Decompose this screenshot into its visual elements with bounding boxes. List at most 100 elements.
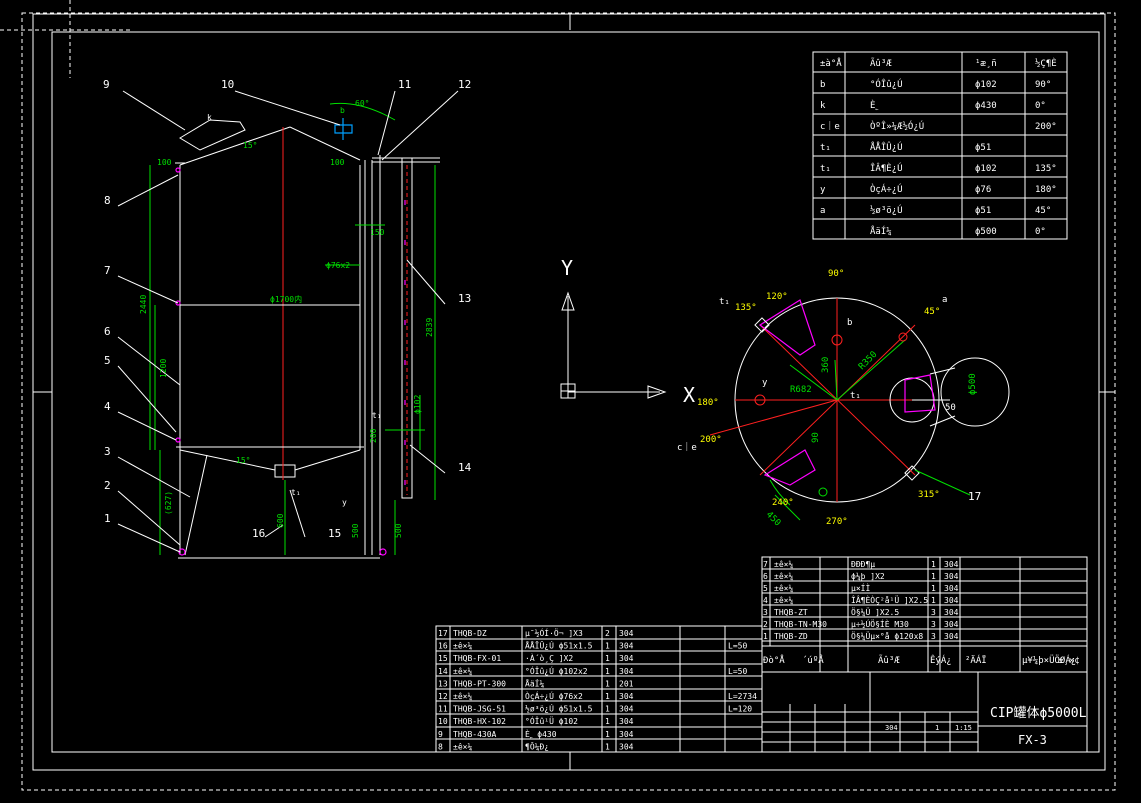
drawing-title: CIP罐体ϕ5000L xyxy=(990,706,1087,721)
ucs-axis-icon xyxy=(561,293,665,398)
parts-list-cell: 15 xyxy=(438,654,448,663)
parts-list-cell: L=50 xyxy=(728,667,747,676)
dim-top-100: 100 xyxy=(157,158,172,167)
plan-315: 315° xyxy=(918,490,940,500)
callout-9: 9 xyxy=(103,78,110,91)
parts-list-cell: 1 xyxy=(763,632,768,641)
nozzle-table-cell: 135° xyxy=(1035,164,1057,174)
drawing-scale: 1:15 xyxy=(955,724,972,732)
nozzle-table-cell: ϕ51 xyxy=(975,206,991,216)
parts-list-cell: ±ê×¼ xyxy=(453,666,472,676)
plan-a: a xyxy=(942,295,947,305)
parts-list-cell: 6 xyxy=(763,572,768,581)
parts-list-cell: ϕ¼þ ]X2 xyxy=(851,572,885,581)
parts-list-cell: 304 xyxy=(619,629,634,638)
dim-top-100b: 100 xyxy=(330,158,345,167)
parts-list-cell: ÅÅÎÛ¿Ú ϕ51x1.5 xyxy=(525,640,593,651)
nozzle-table-cell: ϕ500 xyxy=(975,227,997,237)
drawing-number: FX-3 xyxy=(1018,733,1047,747)
nozzle-table-cell: ϕ102 xyxy=(975,164,997,174)
callout-16: 16 xyxy=(252,527,265,540)
dim-1200: 1200 xyxy=(159,359,168,378)
callout-1: 1 xyxy=(104,512,111,525)
callout-2: 2 xyxy=(104,479,111,492)
nozzle-table-cell: 45° xyxy=(1035,206,1051,216)
parts-list-header: ²ÄÁÏ xyxy=(965,654,987,666)
nozzle-table-cell: 90° xyxy=(1035,80,1051,90)
parts-list-cell: 304 xyxy=(944,632,959,641)
plan-240: 240° xyxy=(772,498,794,508)
parts-list-cell: 3 xyxy=(931,608,936,617)
parts-list-cell: 3 xyxy=(931,620,936,629)
nozzle-table-cell: 180° xyxy=(1035,185,1057,195)
parts-list-cell: THQB-TN-M30 xyxy=(774,620,827,629)
callout-4: 4 xyxy=(104,400,111,413)
parts-list-header: ±¸×¢ xyxy=(1058,656,1080,666)
callout-15: 15 xyxy=(328,527,341,540)
parts-list-cell: L=2734 xyxy=(728,692,757,701)
parts-list-cell: ±ê×¼ xyxy=(453,641,472,651)
nozzle-table-text: ±à°ÅÃû³Æ¹æ¸ñ½Ç¶Èb°ÓÎû¿Úϕ10290°kÈ˿׿ϕ4300°… xyxy=(820,57,1057,237)
callout-3: 3 xyxy=(104,445,111,458)
parts-list-cell: 3 xyxy=(931,632,936,641)
nozzle-table-cell: 0° xyxy=(1035,227,1046,237)
parts-list-cell: 17 xyxy=(438,629,448,638)
parts-list-cell: 1 xyxy=(605,667,610,676)
parts-list-cell: 304 xyxy=(944,560,959,569)
parts-list-cell: THQB-ZD xyxy=(774,632,808,641)
callout-12: 12 xyxy=(458,78,471,91)
parts-list-cell: ±ê×¼ xyxy=(774,571,793,581)
parts-list-cell: 304 xyxy=(619,742,634,751)
callout-17: 17 xyxy=(968,490,981,503)
axis-x-label: X xyxy=(683,383,695,407)
callout-labels: 9 10 11 12 8 7 6 5 4 3 2 1 16 15 13 14 1… xyxy=(103,78,981,540)
parts-list-cell: ÅäÍ¼ xyxy=(525,677,544,688)
parts-list-cell: ¶Ô¼Ð¿ xyxy=(525,740,549,751)
dim-pipe: ϕ76x2 xyxy=(326,261,350,270)
parts-list-cell: THQB-ZT xyxy=(774,608,808,617)
parts-list-cell: 304 xyxy=(619,642,634,651)
parts-list-cell: 201 xyxy=(619,679,634,688)
plan-R350: R350 xyxy=(857,350,879,372)
plan-b: b xyxy=(847,318,852,328)
label-t1: t₁ xyxy=(372,411,382,420)
parts-list-cell: 304 xyxy=(619,667,634,676)
plan-180: 180° xyxy=(697,398,719,408)
callout-13: 13 xyxy=(458,292,471,305)
dim-627: (627) xyxy=(164,491,173,515)
parts-list-cell: 304 xyxy=(944,620,959,629)
nozzle-table-cell: ÅÅÎÛ¿Ú xyxy=(870,141,903,153)
parts-list-cell: 304 xyxy=(619,730,634,739)
plan-270: 270° xyxy=(826,517,848,527)
parts-list-cell: °ÓÎû¹Ü ϕ102 xyxy=(525,715,578,726)
parts-list-cell: 304 xyxy=(619,654,634,663)
parts-list-cell: µ×ÍÌ xyxy=(851,582,870,593)
parts-list-cell: THQB-FX-01 xyxy=(453,654,501,663)
dim-shell: ϕ1700内 xyxy=(270,294,302,304)
dim-angle-60: 60° xyxy=(355,99,369,108)
callout-11: 11 xyxy=(398,78,411,91)
parts-list-cell: 8 xyxy=(438,742,443,751)
nozzle-table-cell: t₁ xyxy=(820,164,831,174)
label-b: b xyxy=(340,106,345,115)
nozzle-table-cell: a xyxy=(820,206,825,216)
parts-list-cell: 1 xyxy=(931,596,936,605)
plan-450: 450 xyxy=(764,510,783,529)
axis-labels: Y X xyxy=(561,256,695,407)
parts-list-cell: µ¯½ÓÍ·Ö¬ ]X3 xyxy=(525,627,583,638)
parts-list-header: Ãû³Æ xyxy=(878,655,900,666)
header-row-text: Ðò°Å´úºÅÃû³ÆÊýÁ¿²ÄÁÏµ¥¼þ×ÜÖØÁ¿±¸×¢ xyxy=(763,654,1080,666)
plan-90b: 90 xyxy=(811,432,821,443)
label-y: y xyxy=(342,498,347,507)
parts-list-cell: µ÷½ÚÖ§ÍÈ M30 xyxy=(851,618,909,629)
parts-list-right-grid xyxy=(762,557,1087,672)
parts-list-cell: 304 xyxy=(944,584,959,593)
parts-list-cell: ±ê×¼ xyxy=(774,559,793,569)
plan-ce: c｜e xyxy=(677,442,697,453)
plan-500: ϕ500 xyxy=(968,373,978,395)
parts-list-cell: 1 xyxy=(605,642,610,651)
nozzle-table-cell: ϕ76 xyxy=(975,185,991,195)
plan-y: y xyxy=(762,378,768,388)
nozzle-table-cell: c｜e xyxy=(820,121,840,132)
